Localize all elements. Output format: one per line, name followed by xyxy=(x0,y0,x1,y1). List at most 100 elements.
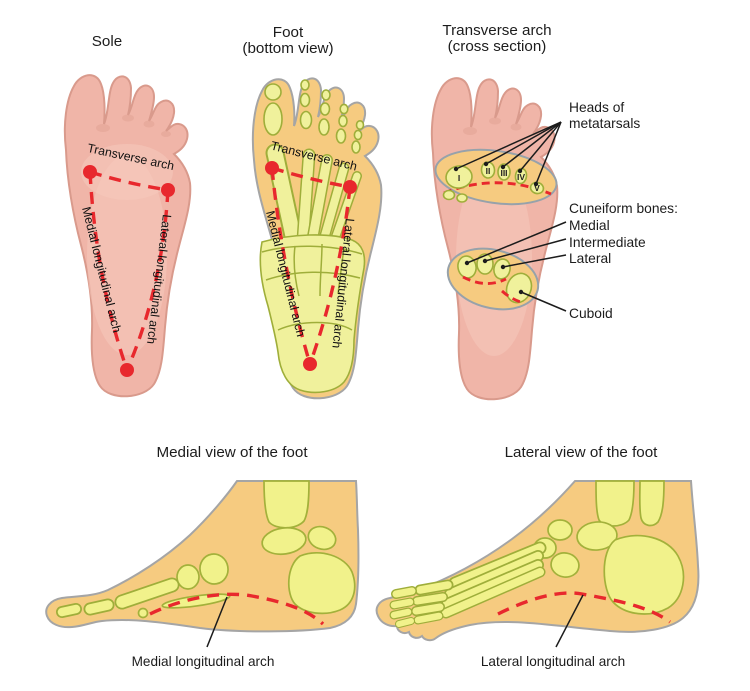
calcaneus-divider xyxy=(277,321,353,331)
phalanx xyxy=(390,608,412,619)
cross-section-title-line2: (cross section) xyxy=(448,38,547,55)
toe-crease-shadow xyxy=(161,131,171,137)
panel-lateral-view: Lateral view of the foot xyxy=(375,444,700,669)
cuboid-lateral xyxy=(550,552,580,578)
phalanx xyxy=(392,587,416,598)
metatarsal-head-3 xyxy=(497,163,511,181)
panel-bottom-view: Foot (bottom view) xyxy=(242,24,383,400)
tarsal-divider xyxy=(261,245,363,255)
bottom-view-title-line1: Foot xyxy=(273,24,304,41)
metatarsal-ray xyxy=(442,560,543,609)
metatarsal-head-bones: I II III IV V xyxy=(442,161,545,203)
lateral-arch-pointer xyxy=(555,594,584,648)
tarsal-divider xyxy=(337,247,345,295)
heads-of-metatarsals-label-line1: Heads of xyxy=(569,100,624,115)
lateral-arch-dashed-line xyxy=(497,591,671,624)
talus-lateral xyxy=(576,521,618,551)
cuboid-arch-dashed-line xyxy=(501,289,525,305)
tibia xyxy=(263,480,310,529)
bottom-view-medial-arch-line xyxy=(270,167,312,365)
fibula-lateral-malleolus xyxy=(638,480,665,527)
intermediate-cuneiform-bone xyxy=(476,253,494,275)
bottom-view-title-line2: (bottom view) xyxy=(242,40,333,57)
metatarsal-2 xyxy=(298,150,314,245)
phalanx xyxy=(412,603,444,615)
bottom-view-lateral-arch-line xyxy=(308,186,352,365)
cuneiform-medial-label: Medial xyxy=(569,218,610,233)
toe5-phalanx xyxy=(355,120,365,131)
toe5-phalanx xyxy=(351,140,361,154)
metatarsal-ray xyxy=(445,551,543,599)
talus xyxy=(261,526,307,556)
panel-sole-title: Sole xyxy=(92,33,122,50)
calcaneus-lateral xyxy=(603,534,685,615)
metatarsal-head-5 xyxy=(529,181,545,195)
metatarsal-ray xyxy=(442,568,544,617)
cuboid-bone xyxy=(505,272,533,304)
plantar-bone-sliver xyxy=(161,593,231,609)
toe4-phalanx xyxy=(335,128,347,144)
toe-crease-shadow xyxy=(510,123,522,131)
navicular-lateral xyxy=(547,519,573,541)
phalanx xyxy=(413,593,447,605)
numeral-2: II xyxy=(486,166,491,176)
bottom-view-medial-ball-dot xyxy=(265,161,279,175)
phalanx xyxy=(390,598,414,609)
toe5-phalanx xyxy=(353,129,363,141)
metatarsal-head-2 xyxy=(480,161,496,179)
toe-crease-shadow xyxy=(122,114,134,122)
sole-lateral-ball-dot xyxy=(161,183,175,197)
tarsal-divider xyxy=(319,243,323,297)
metatarsal-3 xyxy=(307,155,332,247)
toe4-phalanx xyxy=(338,114,348,128)
numeral-4: IV xyxy=(517,172,525,182)
big-toe-proximal-phalanx xyxy=(263,102,283,136)
metatarsal-ray xyxy=(450,543,545,588)
sole-inner-shading xyxy=(87,155,167,355)
tarsal-divider xyxy=(293,245,300,297)
toe2-phalanx xyxy=(300,79,310,91)
calcaneus xyxy=(288,552,356,615)
cuneiform-lateral-label: Lateral xyxy=(569,251,611,266)
panel-cross-section: Transverse arch (cross section) I II III… xyxy=(430,22,678,401)
medial-arch-pointer xyxy=(206,596,228,648)
phalanx xyxy=(396,618,414,627)
sole-medial-arch-line xyxy=(88,171,129,371)
panel-medial-view: Medial view of the foot Medial longitudi… xyxy=(45,444,360,669)
sesamoid xyxy=(137,607,149,619)
metatarsal-head-1 xyxy=(445,165,473,189)
cuneiform-pointers xyxy=(464,221,567,312)
sesamoid-bone xyxy=(456,193,468,203)
medial-arch-dashed-line xyxy=(149,592,325,626)
toe-crease-shadow xyxy=(96,124,110,132)
navicular xyxy=(199,553,229,585)
toe-crease-shadow xyxy=(463,127,477,135)
cuneiform-intermediate-label: Intermediate xyxy=(569,235,646,250)
cuboid-label: Cuboid xyxy=(569,306,613,321)
toe3-phalanx xyxy=(318,118,330,136)
medial-view-bones xyxy=(56,480,356,619)
sesamoid-bone xyxy=(442,189,456,201)
metatarsal-pointer-fan xyxy=(453,121,562,187)
toe-crease-shadow xyxy=(489,117,501,125)
posterior-talus xyxy=(307,525,337,551)
bottom-view-lateral-ball-dot xyxy=(343,180,357,194)
metatarsal-4 xyxy=(318,164,348,250)
tibia-lateral xyxy=(595,480,635,527)
phalanx xyxy=(414,612,443,624)
phalanx xyxy=(416,581,452,594)
toe3-phalanx xyxy=(321,89,331,101)
medial-cuneiform xyxy=(176,564,200,590)
big-toe-distal-phalanx xyxy=(264,83,282,101)
lateral-cuneiform-bone xyxy=(493,258,511,280)
medial-view-title: Medial view of the foot xyxy=(156,444,308,461)
sole-heel-dot xyxy=(120,363,134,377)
lateral-view-title: Lateral view of the foot xyxy=(505,444,659,461)
cuneiform-arch-dashed-line xyxy=(462,275,507,285)
panel-sole: Sole Transverse arch Medial longitudinal… xyxy=(63,33,192,398)
lateral-arch-caption: Lateral longitudinal arch xyxy=(481,654,625,669)
tarsal-divider xyxy=(265,271,361,281)
toe-crease-shadow xyxy=(143,120,155,128)
